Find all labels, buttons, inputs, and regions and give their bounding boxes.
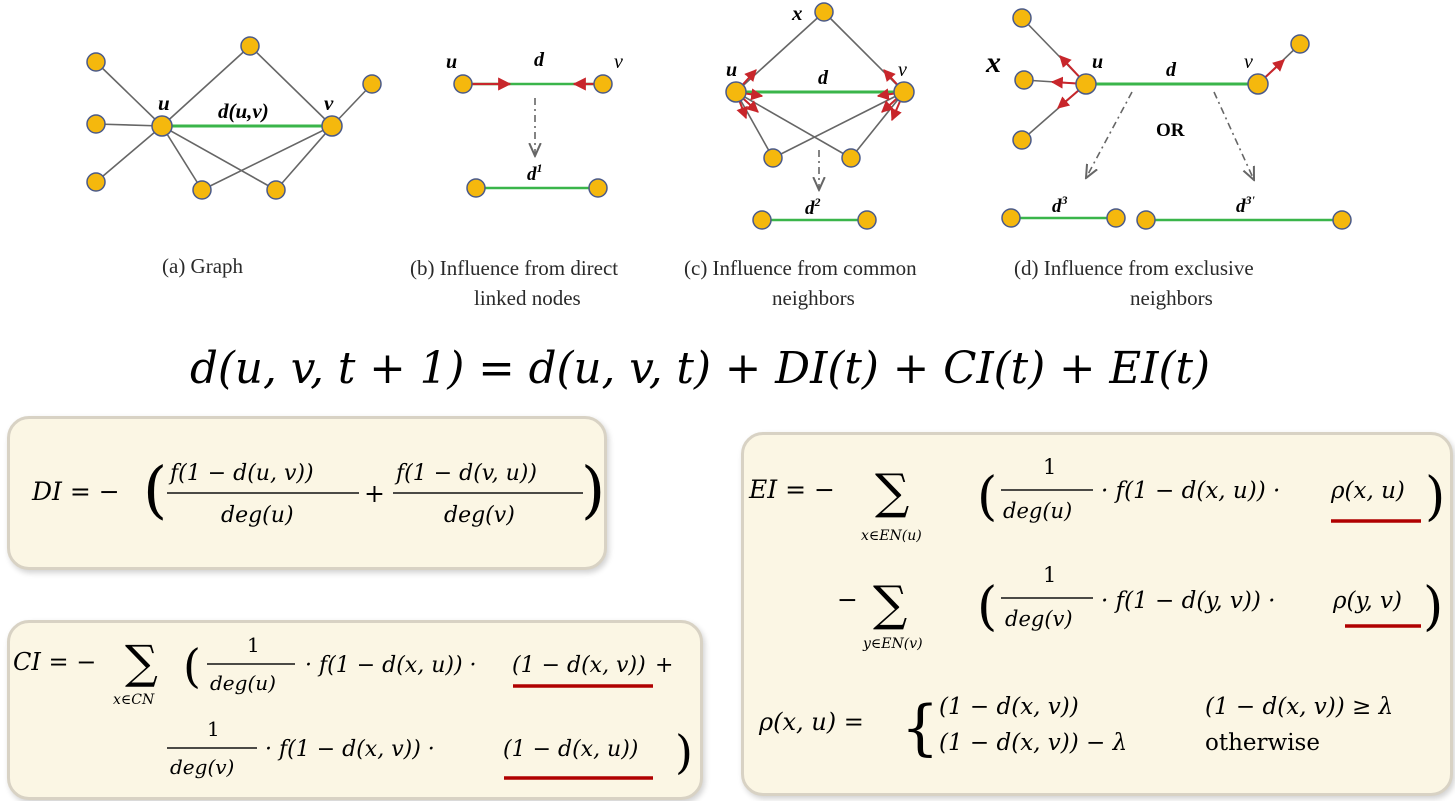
svg-text:· f(1 − d(x, v)) ·: · f(1 − d(x, v)) · — [265, 737, 435, 762]
svg-text:1: 1 — [247, 633, 260, 657]
svg-text:): ) — [581, 453, 605, 526]
svg-text:CI = −: CI = − — [13, 648, 96, 676]
svg-text:1: 1 — [207, 717, 220, 741]
main-equation: d(u, v, t + 1) = d(u, v, t) + DI(t) + CI… — [190, 343, 1210, 394]
svg-text:(1 − d(x, v)): (1 − d(x, v)) — [939, 694, 1079, 720]
label-v-a: v — [324, 91, 334, 115]
svg-text:otherwise: otherwise — [1205, 730, 1320, 756]
svg-text:(: ( — [977, 577, 997, 637]
label-d-d: d — [1166, 59, 1177, 81]
svg-text:∑: ∑ — [125, 635, 158, 689]
svg-text:1: 1 — [1043, 455, 1056, 479]
caption-b-line1: (b) Influence from direct — [410, 256, 618, 280]
svg-text:ρ(x, u) =: ρ(x, u) = — [758, 708, 864, 736]
svg-text:+: + — [364, 479, 385, 508]
label-u-c: u — [726, 59, 737, 81]
svg-text:f(1 − d(u, v)): f(1 − d(u, v)) — [168, 461, 314, 486]
svg-text:d(u, v, t + 1) = d(u, v, t) +: d(u, v, t + 1) = d(u, v, t) + DI(t) + CI… — [190, 343, 1210, 394]
caption-c-line2: neighbors — [772, 286, 855, 310]
svg-text:deg(v): deg(v) — [170, 755, 234, 779]
panel-d-exclusive: x u v d OR d3 d3' — [985, 8, 1352, 230]
svg-text:y∈EN(v): y∈EN(v) — [862, 636, 923, 652]
svg-text:(: ( — [977, 467, 997, 527]
svg-text:−: − — [837, 585, 858, 614]
label-x-c: x — [791, 1, 803, 25]
svg-text:x∈CN: x∈CN — [113, 692, 155, 708]
label-duv: d(u,v) — [218, 99, 269, 123]
svg-text:EI = −: EI = − — [748, 475, 835, 504]
caption-b-line2: linked nodes — [474, 286, 581, 310]
svg-text:· f(1 − d(y, v)) ·: · f(1 − d(y, v)) · — [1101, 588, 1275, 614]
ei-equation: EI = − ∑ x∈EN(u) ( 1 deg(u) · f(1 − d(x,… — [748, 455, 1445, 763]
caption-c-line1: (c) Influence from common — [684, 256, 917, 280]
label-d3: d3 — [1052, 193, 1068, 217]
svg-text:· f(1 − d(x, u)) ·: · f(1 − d(x, u)) · — [305, 653, 477, 678]
panel-b-direct: u v d d1 — [446, 49, 623, 198]
svg-text:· f(1 − d(x, u)) ·: · f(1 − d(x, u)) · — [1101, 478, 1280, 504]
di-equation: DI = − ( f(1 − d(u, v)) deg(u) + f(1 − d… — [31, 453, 605, 528]
svg-text:∑: ∑ — [873, 576, 907, 632]
label-v-c: v — [898, 59, 907, 81]
svg-text:∑: ∑ — [875, 464, 909, 520]
label-d1: d1 — [527, 161, 543, 185]
svg-text:(: ( — [183, 639, 201, 693]
svg-text:deg(v): deg(v) — [1005, 607, 1073, 631]
label-v-d: v — [1244, 51, 1253, 73]
caption-a: (a) Graph — [162, 254, 244, 278]
graph-diagram: u v d(u,v) u v d d1 — [86, 1, 1352, 310]
label-d-b: d — [534, 49, 545, 71]
label-d2: d2 — [805, 195, 821, 219]
svg-text:f(1 − d(v, u)): f(1 − d(v, u)) — [394, 461, 537, 486]
label-v-b: v — [614, 51, 623, 73]
svg-text:deg(u): deg(u) — [221, 503, 294, 528]
svg-text:): ) — [675, 725, 693, 779]
label-or: OR — [1156, 120, 1185, 141]
ei-underlined-term-2: ρ(y, v) — [1332, 588, 1402, 614]
label-x-d: x — [985, 46, 1001, 79]
caption-d-line2: neighbors — [1130, 286, 1213, 310]
svg-text:deg(u): deg(u) — [210, 671, 276, 695]
ci-underlined-term-1: (1 − d(x, v)) — [512, 653, 646, 678]
ei-box — [741, 432, 1453, 796]
label-d3-prime: d3' — [1236, 193, 1256, 217]
svg-text:(: ( — [143, 453, 167, 526]
label-u-b: u — [446, 51, 457, 73]
label-u-a: u — [158, 91, 170, 115]
label-u-d: u — [1092, 51, 1103, 73]
panel-a-graph: u v d(u,v) — [86, 36, 382, 200]
panel-c-common: x u v d d2 — [725, 1, 915, 230]
svg-text:x∈EN(u): x∈EN(u) — [861, 528, 922, 544]
label-d-c: d — [818, 67, 829, 89]
svg-text:+: + — [655, 653, 673, 678]
svg-text:1: 1 — [1043, 563, 1056, 587]
svg-text:deg(u): deg(u) — [1003, 499, 1072, 523]
ci-box — [7, 620, 703, 800]
svg-text:(1 − d(x, v)) − λ: (1 − d(x, v)) − λ — [939, 730, 1127, 756]
svg-text:{: { — [901, 693, 939, 763]
ci-underlined-term-2: (1 − d(x, u)) — [503, 737, 638, 762]
caption-d-line1: (d) Influence from exclusive — [1014, 256, 1254, 280]
svg-text:): ) — [1425, 467, 1445, 527]
ei-underlined-term-1: ρ(x, u) — [1330, 478, 1405, 504]
svg-text:): ) — [1423, 577, 1443, 637]
svg-text:(1 − d(x, v)) ≥ λ: (1 − d(x, v)) ≥ λ — [1205, 694, 1393, 720]
svg-text:deg(v): deg(v) — [444, 503, 515, 528]
svg-text:DI = −: DI = − — [31, 477, 120, 506]
ci-equation: CI = − ∑ x∈CN ( 1 deg(u) · f(1 − d(x, u)… — [13, 633, 693, 780]
